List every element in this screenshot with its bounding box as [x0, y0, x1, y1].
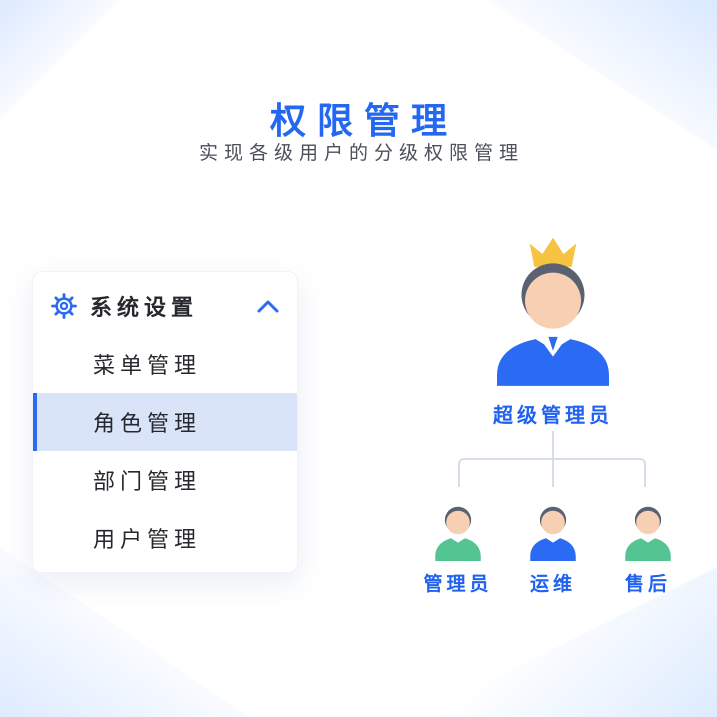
- connector-middle: [552, 459, 554, 487]
- shirt: [625, 538, 671, 561]
- menu-header-label: 系统设置: [90, 295, 199, 320]
- menu-item-system-settings[interactable]: 系统设置: [33, 277, 297, 335]
- menu-item-label: 菜单管理: [93, 353, 202, 378]
- settings-menu: 系统设置 菜单管理 角色管理 部门管理 用户管理: [32, 271, 298, 573]
- face: [525, 272, 581, 329]
- page-subtitle: 实现各级用户的分级权限管理: [198, 143, 524, 164]
- ops-avatar: [530, 506, 576, 561]
- suit: [497, 339, 609, 386]
- menu-item-label: 用户管理: [93, 527, 202, 552]
- admin-label: 管理员: [423, 574, 493, 595]
- aftersales-label: 售后: [624, 574, 671, 595]
- shirt: [435, 538, 481, 561]
- super-admin-avatar: [497, 237, 609, 386]
- menu-item-label: 部门管理: [93, 469, 202, 494]
- super-admin-label: 超级管理员: [493, 405, 613, 427]
- menu-item-role-management[interactable]: 角色管理: [33, 393, 297, 451]
- menu-item-department-management[interactable]: 部门管理: [33, 451, 297, 509]
- crown-icon: [529, 237, 577, 267]
- chevron-up-icon[interactable]: [257, 299, 279, 313]
- ops-label: 运维: [529, 574, 576, 595]
- menu-item-label: 角色管理: [93, 411, 202, 436]
- menu-item-user-management[interactable]: 用户管理: [33, 509, 297, 567]
- aftersales-avatar: [625, 506, 671, 561]
- shirt: [530, 538, 576, 561]
- tie: [548, 336, 558, 351]
- admin-avatar: [435, 506, 481, 561]
- connector-top: [552, 431, 554, 458]
- menu-item-menu-management[interactable]: 菜单管理: [33, 335, 297, 393]
- gear-icon: [51, 293, 77, 319]
- page-title: 权限管理: [269, 100, 458, 142]
